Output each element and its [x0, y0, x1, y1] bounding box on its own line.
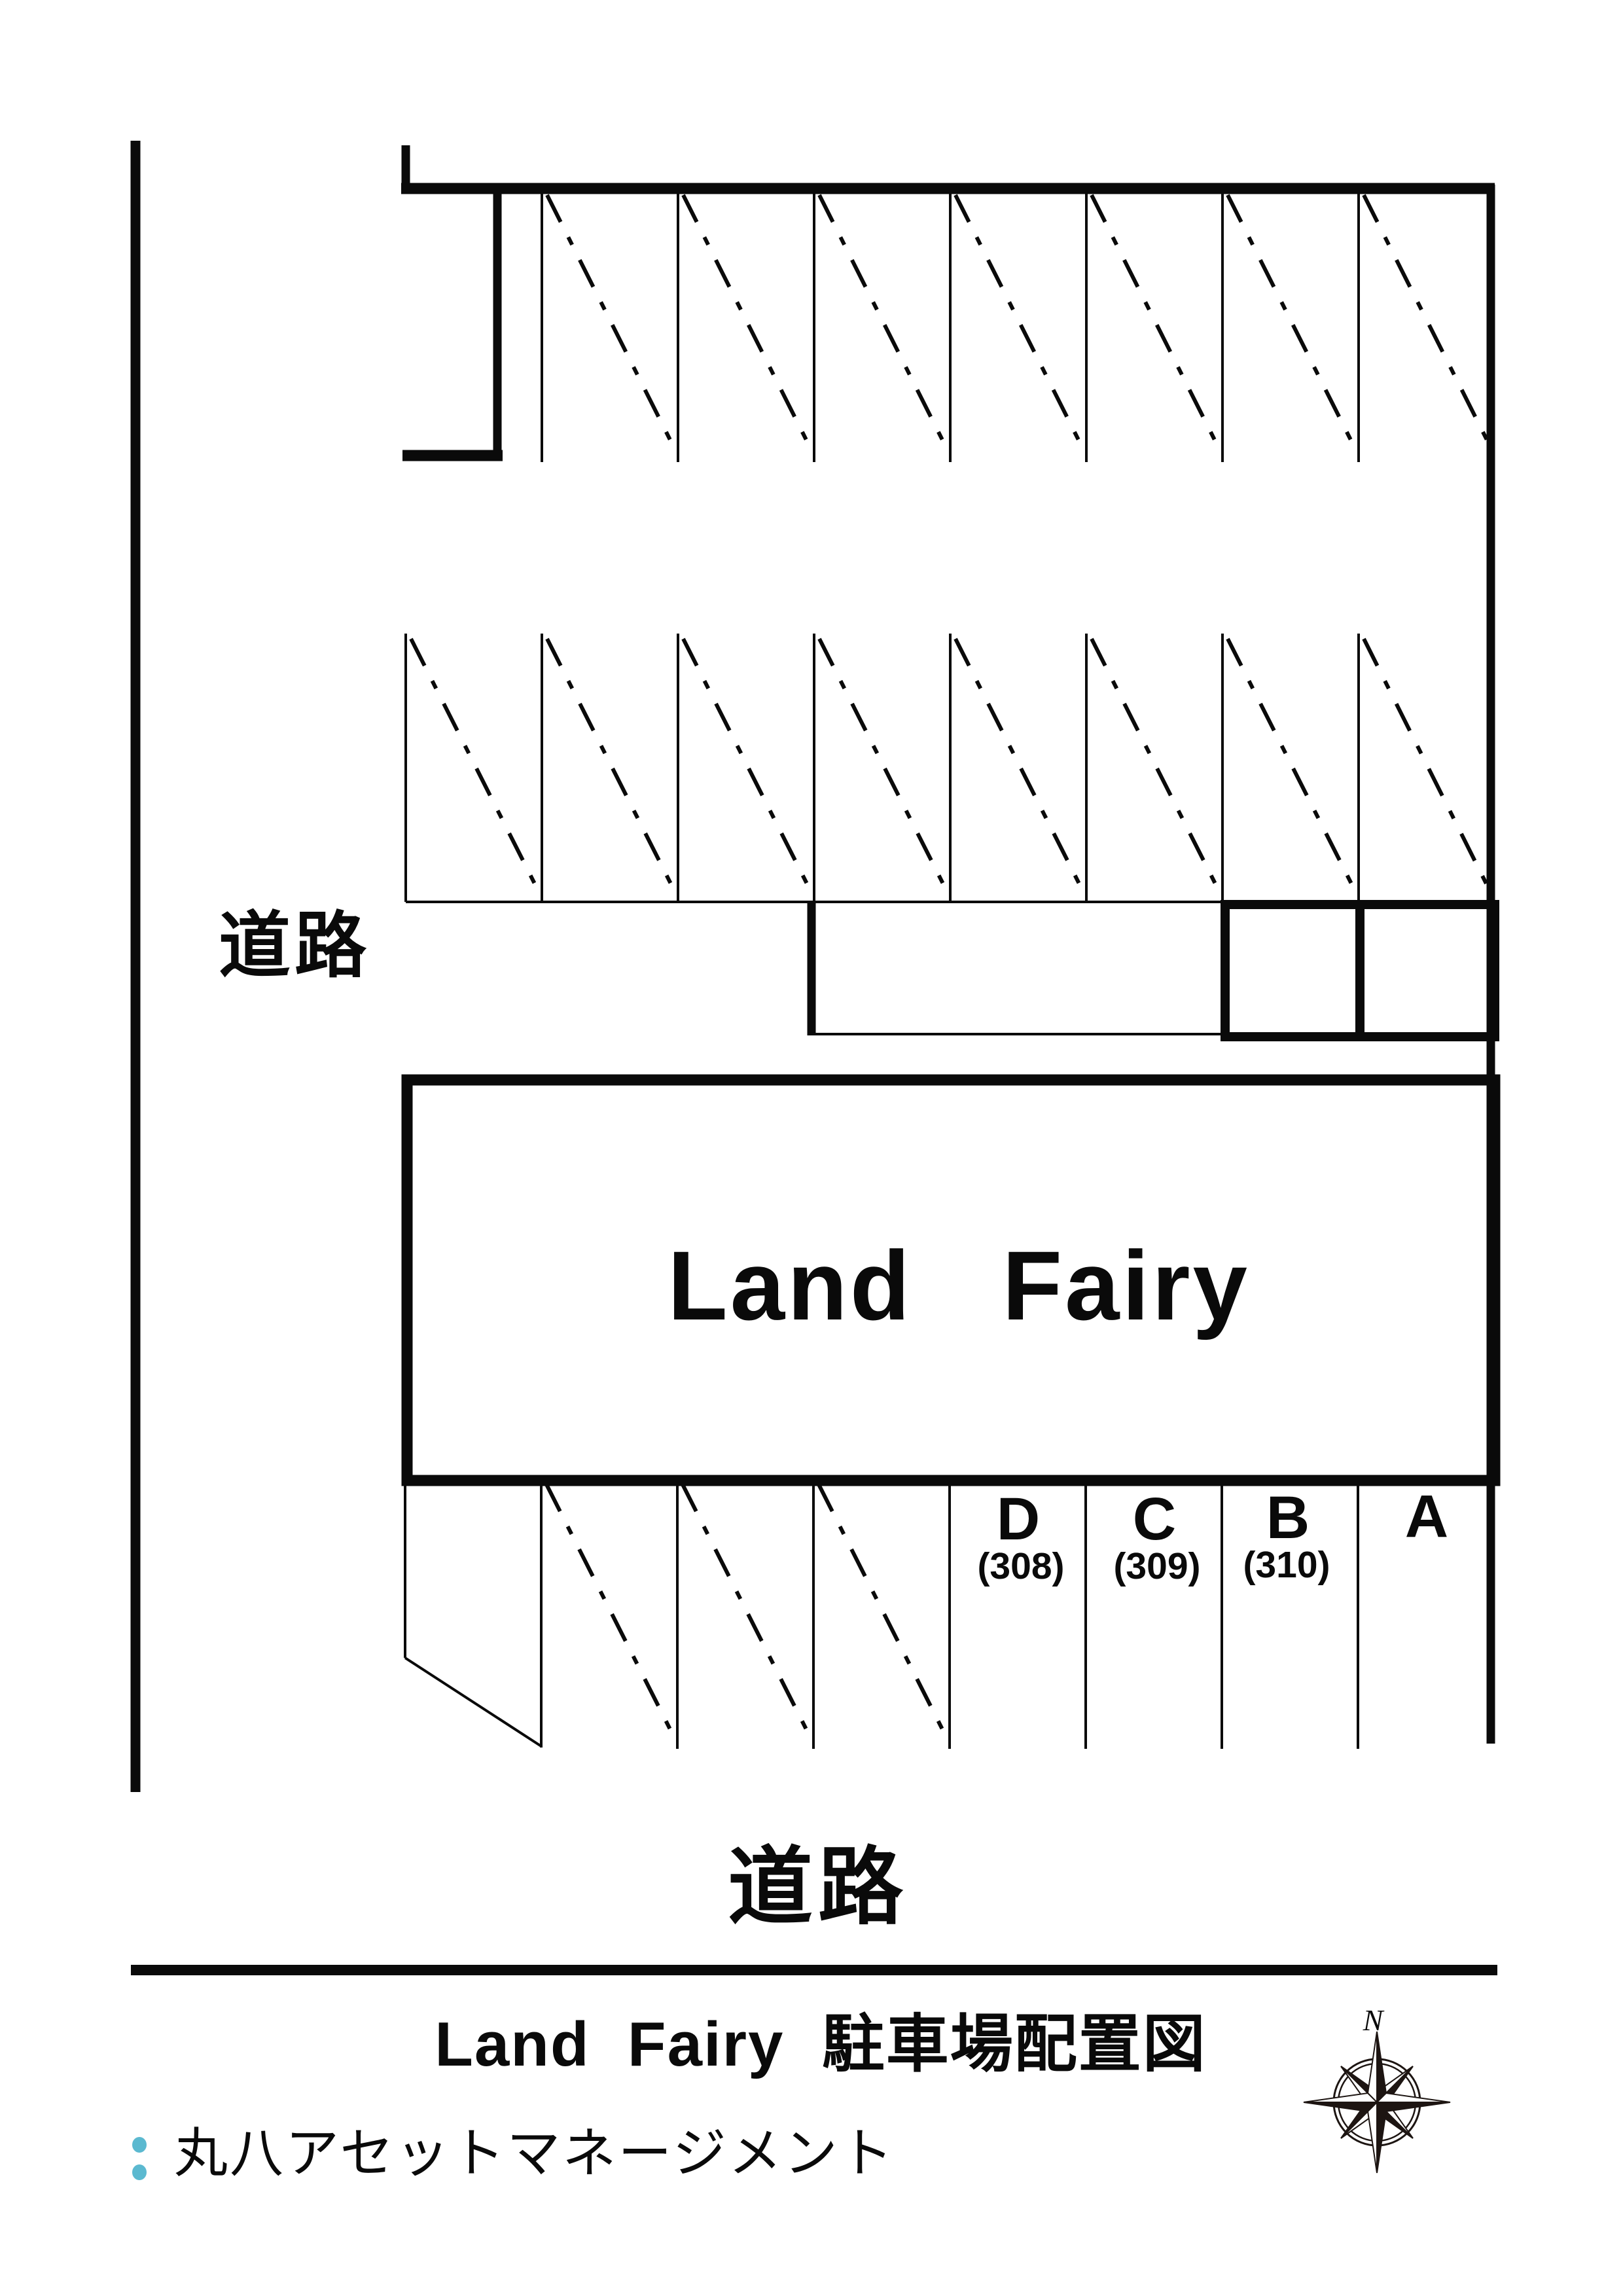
building: Land Fairy [401, 1074, 1501, 1486]
stall-diagonal [681, 1483, 813, 1740]
compass-cardinal-points [1303, 2031, 1451, 2174]
stall-diagonal [817, 637, 950, 894]
stall-diagonal [1362, 194, 1491, 446]
stall-diagonal [1090, 637, 1222, 894]
stall-diagonal [545, 194, 677, 452]
stall-diagonal [1226, 637, 1358, 894]
footer-rule [131, 1965, 1497, 1975]
stall-diagonal [545, 637, 677, 894]
road-label-left: 道路 [219, 906, 370, 986]
company-name: 丸八アセットマネージメント [174, 2124, 895, 2183]
stall-letter-B: B [1266, 1484, 1310, 1551]
storage-room [807, 902, 1226, 1035]
company-colon-dot-top [132, 2137, 147, 2153]
stall-diagonal [544, 1483, 677, 1740]
parking-row-top [541, 191, 1491, 462]
compass-rose [1303, 2031, 1451, 2174]
company-colon-dot-bottom [132, 2164, 147, 2180]
stall-unit-C: (309) [1113, 1545, 1200, 1587]
stall-diagonal [409, 637, 541, 894]
stall-letter-A: A [1405, 1483, 1448, 1550]
footer: Land Fairy 駐車場配置図 丸八アセットマネージメント [131, 1965, 1497, 2183]
stall-diagonal [1362, 637, 1490, 889]
locker-boxes [1221, 900, 1499, 1041]
stall-diagonal [817, 194, 950, 452]
compass-north-label: N [1363, 2003, 1385, 2037]
footer-title: Land Fairy 駐車場配置図 [435, 2009, 1206, 2079]
parking-row-bottom: D (308) C (309) B (310) A [404, 1480, 1448, 1749]
stall-diagonal [681, 194, 813, 452]
stall-diagonal [681, 637, 813, 894]
stall-diagonal [1090, 194, 1222, 452]
parking-row-middle [404, 634, 1490, 903]
road-label-bottom: 道路 [728, 1839, 908, 1935]
stall-diagonal [1226, 194, 1358, 452]
stall-diagonal [954, 194, 1086, 452]
building-name-label: Land Fairy [668, 1230, 1250, 1340]
stall-unit-D: (308) [977, 1545, 1064, 1587]
company-signature: 丸八アセットマネージメント [132, 2124, 895, 2183]
stall-unit-B: (310) [1243, 1544, 1330, 1586]
stall-letter-D: D [997, 1486, 1040, 1552]
row-bottom-slant-edge [404, 1657, 543, 1748]
stall-diagonal [954, 637, 1086, 894]
stall-diagonal [817, 1483, 949, 1740]
stall-letter-C: C [1133, 1486, 1176, 1552]
